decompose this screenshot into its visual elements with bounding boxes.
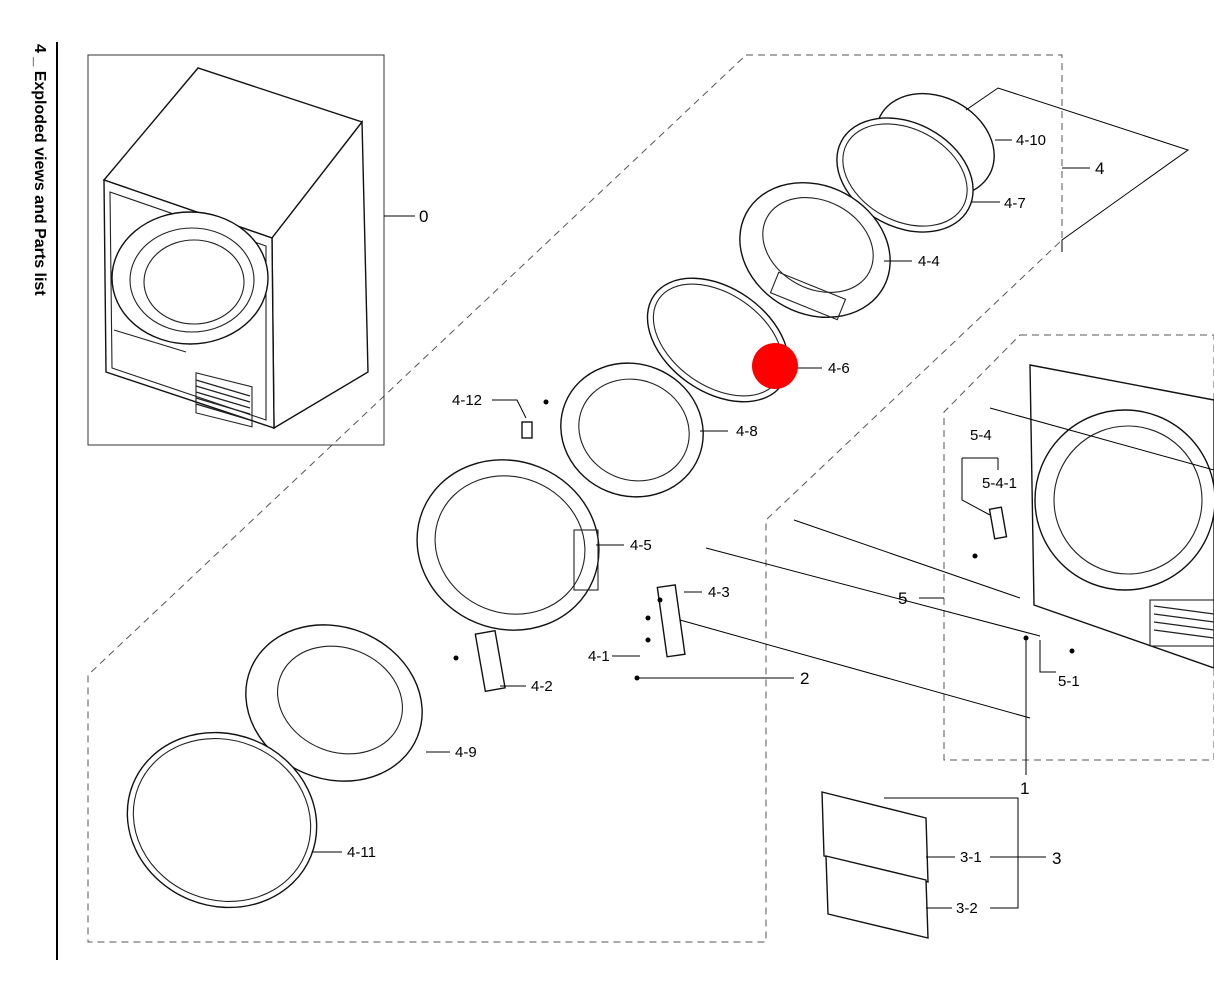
label-4: 4 (1095, 159, 1104, 178)
part-4-2-hinge (453, 629, 506, 693)
label-4-11: 4-11 (347, 844, 376, 861)
section-title: 4 _ Exploded views and Parts list (31, 44, 48, 296)
part-4-5-frame (416, 459, 600, 631)
group-4-boundary (87, 54, 1063, 943)
part-4-11-cover (126, 731, 318, 909)
label-4-10: 4-10 (1016, 132, 1046, 149)
part-3-2-panel (825, 855, 929, 939)
label-4-9: 4-9 (455, 744, 477, 761)
part-4-4-inner-door (739, 181, 891, 321)
group-5-boundary (943, 334, 1214, 761)
label-4-6: 4-6 (828, 360, 850, 377)
label-4-5: 4-5 (630, 537, 652, 554)
part-5-cabinet-front (972, 364, 1214, 669)
assembly-0-box (87, 54, 385, 446)
label-4-12: 4-12 (452, 392, 482, 409)
sidebar-divider (56, 42, 58, 960)
label-3: 3 (1052, 849, 1061, 868)
part-4-12-latch (521, 399, 549, 439)
label-5: 5 (898, 589, 907, 608)
label-1: 1 (1020, 779, 1029, 798)
label-4-4: 4-4 (918, 253, 940, 270)
label-2: 2 (800, 669, 809, 688)
label-4-2: 4-2 (531, 678, 553, 695)
part-4-3-hinge (634, 584, 686, 681)
part-4-8-ring (560, 362, 704, 498)
label-4-3: 4-3 (708, 584, 730, 601)
label-0: 0 (419, 207, 428, 226)
label-4-7: 4-7 (1004, 195, 1026, 212)
label-5-1: 5-1 (1058, 673, 1080, 690)
highlight-marker (752, 343, 798, 389)
label-5-4: 5-4 (970, 427, 992, 444)
dryer-assembly-illustration (102, 67, 369, 430)
label-4-8: 4-8 (736, 423, 758, 440)
label-3-1: 3-1 (960, 849, 982, 866)
label-4-1: 4-1 (588, 648, 610, 665)
part-3-1-panel (821, 791, 929, 883)
label-5-4-1: 5-4-1 (982, 475, 1017, 492)
part-4-7-seal (836, 117, 974, 233)
label-3-2: 3-2 (956, 900, 978, 917)
part-4-9-outer-ring (245, 624, 423, 782)
